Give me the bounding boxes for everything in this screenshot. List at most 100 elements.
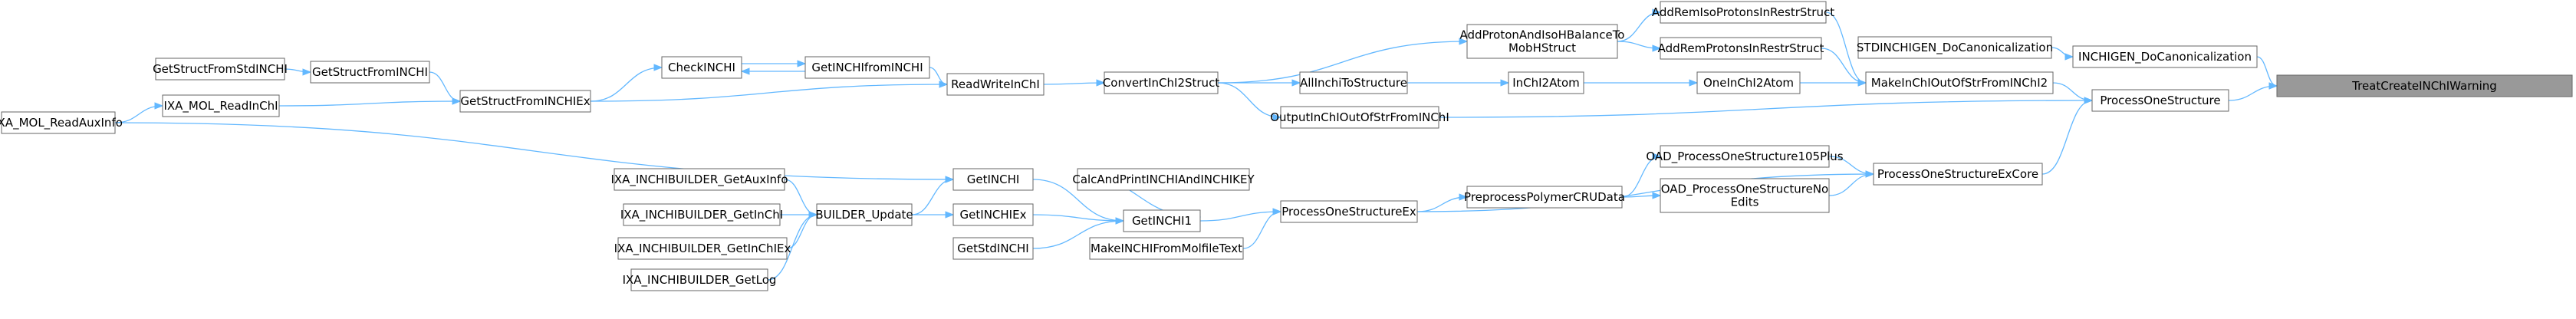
node-make-in-ch-iout-of-str-from-inch-i2[interactable]: MakeInChIOutOfStrFromINChI2 (1865, 71, 2054, 94)
edge-add-proton-and-iso-hbalance-to-mob-hstruct-to-add-rem-iso-protons-in-restr-struct (1617, 8, 1662, 42)
node-label: ProcessOneStructureEx (1281, 205, 1416, 219)
node-box (1865, 71, 2054, 94)
node-get-struct-from-inchiex[interactable]: GetStructFromINCHIEx (459, 90, 591, 113)
node-box (1508, 71, 1584, 94)
node-box (1123, 209, 1201, 232)
edge-get-inchi-to-get-inchi1 (1032, 179, 1125, 225)
edge-preprocess-polymer-crudata-to-oad-process-one-structure-no-edits (1621, 192, 1662, 199)
node-box (2276, 74, 2573, 97)
node-one-in-ch-i2-atom[interactable]: OneInChI2Atom (1696, 71, 1801, 94)
node-box (952, 203, 1034, 226)
edge-get-struct-from-inchiex-to-read-write-in-ch-i (590, 81, 949, 102)
node-box (162, 94, 280, 117)
edge-get-std-inchi-to-get-inchi1 (1032, 217, 1125, 249)
node-all-inchi-to-structure[interactable]: AllInchiToStructure (1299, 71, 1408, 94)
node-oad-process-one-structure105-plus[interactable]: OAD_ProcessOneStructure105Plus (1646, 145, 1844, 168)
node-box (1660, 178, 1830, 213)
node-add-rem-iso-protons-in-restr-struct[interactable]: AddRemIsoProtonsInRestrStruct (1652, 1, 1834, 24)
node-box (1077, 168, 1250, 191)
node-label: GetStructFromStdINCHI (153, 62, 288, 76)
node-layer: TreatCreateINChIWarning INCHIGEN_DoCanoni… (0, 1, 2573, 291)
node-treat-create-inch-iwarning[interactable]: TreatCreateINChIWarning (2276, 74, 2573, 97)
node-label: PreprocessPolymerCRUData (1464, 190, 1625, 204)
node-label: ReadWriteInChI (951, 77, 1040, 91)
node-get-inchifrom-inchi[interactable]: GetINCHIfromINCHI (804, 56, 930, 79)
node-add-rem-protons-in-restr-struct[interactable]: AddRemProtonsInRestrStruct (1658, 37, 1824, 60)
node-process-one-structure-ex[interactable]: ProcessOneStructureEx (1280, 200, 1418, 223)
node-label: OutputInChIOutOfStrFromINChI (1270, 110, 1449, 124)
node-get-struct-from-inchi[interactable]: GetStructFromINCHI (310, 61, 430, 84)
node-box (2091, 89, 2229, 112)
node-label: ConvertInChI2Struct (1103, 76, 1220, 90)
node-ixa-inchibuilder-get-log[interactable]: IXA_INCHIBUILDER_GetLog (623, 268, 777, 291)
node-in-ch-i2-atom[interactable]: InChI2Atom (1508, 71, 1584, 94)
node-label: GetINCHI1 (1132, 214, 1192, 228)
node-output-in-ch-iout-of-str-from-inch-i[interactable]: OutputInChIOutOfStrFromINChI (1270, 106, 1449, 129)
node-box (630, 268, 768, 291)
node-ixa-mol-read-in-ch-i[interactable]: IXA_MOL_ReadInChI (162, 94, 280, 117)
node-box (1104, 71, 1219, 94)
node-builder-update[interactable]: BUILDER_Update (815, 203, 913, 226)
node-box (952, 168, 1034, 191)
edge-stdinchigen-do-canonicalization-to-inchigen-do-canonicalization (2051, 47, 2074, 61)
node-preprocess-polymer-crudata[interactable]: PreprocessPolymerCRUData (1464, 186, 1625, 209)
node-stdinchigen-do-canonicalization[interactable]: STDINCHIGEN_DoCanonicalization (1857, 36, 2053, 59)
node-box (1466, 186, 1623, 209)
node-ixa-inchibuilder-get-aux-info[interactable]: IXA_INCHIBUILDER_GetAuxInfo (610, 168, 788, 191)
node-get-struct-from-std-inchi[interactable]: GetStructFromStdINCHI (153, 58, 288, 81)
node-box (1696, 71, 1801, 94)
node-check-inchi[interactable]: CheckINCHI (661, 56, 742, 79)
node-label: OAD_ProcessOneStructure105Plus (1646, 150, 1843, 164)
node-label: IXA_INCHIBUILDER_GetInChIEx (614, 242, 791, 256)
node-label: MobHStruct (1508, 41, 1576, 55)
node-process-one-structure[interactable]: ProcessOneStructure (2091, 89, 2229, 112)
node-label: GetStructFromINCHI (312, 65, 428, 79)
node-ixa-inchibuilder-get-in-ch-iex[interactable]: IXA_INCHIBUILDER_GetInChIEx (614, 237, 791, 260)
edge-ixa-mol-read-aux-info-to-get-inchi (114, 122, 955, 183)
node-box (310, 61, 430, 84)
node-label: ProcessOneStructure (2100, 94, 2220, 107)
edge-inchigen-do-canonicalization-to-treat-create-inch-iwarning (2256, 56, 2278, 90)
node-get-inchiex[interactable]: GetINCHIEx (952, 203, 1034, 226)
node-box (2072, 45, 2258, 68)
node-label: AddRemProtonsInRestrStruct (1658, 41, 1824, 55)
node-box (952, 237, 1034, 260)
edge-get-struct-from-inchiex-to-check-inchi (590, 64, 663, 102)
node-get-std-inchi[interactable]: GetStdINCHI (952, 237, 1034, 260)
edge-convert-in-ch-i2-struct-to-output-in-ch-iout-of-str-from-inch-i (1217, 82, 1282, 121)
node-process-one-structure-ex-core[interactable]: ProcessOneStructureExCore (1873, 163, 2043, 186)
node-get-inchi[interactable]: GetINCHI (952, 168, 1034, 191)
edge-output-in-ch-iout-of-str-from-inch-i-to-process-one-structure (1438, 97, 2094, 118)
node-box (459, 90, 591, 113)
node-make-inchifrom-molfile-text[interactable]: MakeINCHIFromMolfileText (1089, 237, 1244, 260)
node-label: IXA_MOL_ReadInChI (163, 99, 278, 113)
node-ixa-mol-read-aux-info[interactable]: IXA_MOL_ReadAuxInfo (0, 111, 123, 134)
edge-get-struct-from-inchi-to-get-struct-from-inchiex (429, 71, 462, 105)
edge-process-one-structure-to-treat-create-inch-iwarning (2228, 82, 2278, 101)
node-box (1, 111, 116, 134)
node-convert-in-ch-i2-struct[interactable]: ConvertInChI2Struct (1103, 71, 1220, 94)
edge-read-write-in-ch-i-to-convert-in-ch-i2-struct (1043, 79, 1106, 87)
edge-ixa-inchibuilder-get-in-ch-iex-to-builder-update (786, 211, 818, 249)
edge-ixa-mol-read-in-ch-i-to-get-struct-from-inchiex (278, 97, 462, 107)
node-box (1660, 1, 1827, 24)
node-get-inchi1[interactable]: GetINCHI1 (1123, 209, 1201, 232)
node-box (1857, 36, 2052, 59)
edge-ixa-inchibuilder-get-log-to-builder-update (767, 211, 818, 281)
node-inchigen-do-canonicalization[interactable]: INCHIGEN_DoCanonicalization (2072, 45, 2258, 68)
node-label: InChI2Atom (1512, 76, 1580, 90)
node-box (1299, 71, 1408, 94)
node-calc-and-print-inchiand-inchikey[interactable]: CalcAndPrintINCHIAndINCHIKEY (1072, 168, 1255, 191)
node-ixa-inchibuilder-get-in-ch-i[interactable]: IXA_INCHIBUILDER_GetInChI (620, 203, 783, 226)
node-box (1280, 200, 1418, 223)
node-box (661, 56, 742, 79)
edge-builder-update-to-get-inchi (911, 176, 955, 215)
edge-get-struct-from-std-inchi-to-get-struct-from-inchi (284, 68, 312, 76)
node-label: TreatCreateINChIWarning (2351, 79, 2497, 93)
node-read-write-in-ch-i[interactable]: ReadWriteInChI (946, 73, 1045, 96)
node-label: GetINCHIEx (960, 208, 1027, 222)
edge-make-in-ch-iout-of-str-from-inch-i2-to-process-one-structure (2052, 82, 2094, 104)
node-box (1089, 237, 1244, 260)
